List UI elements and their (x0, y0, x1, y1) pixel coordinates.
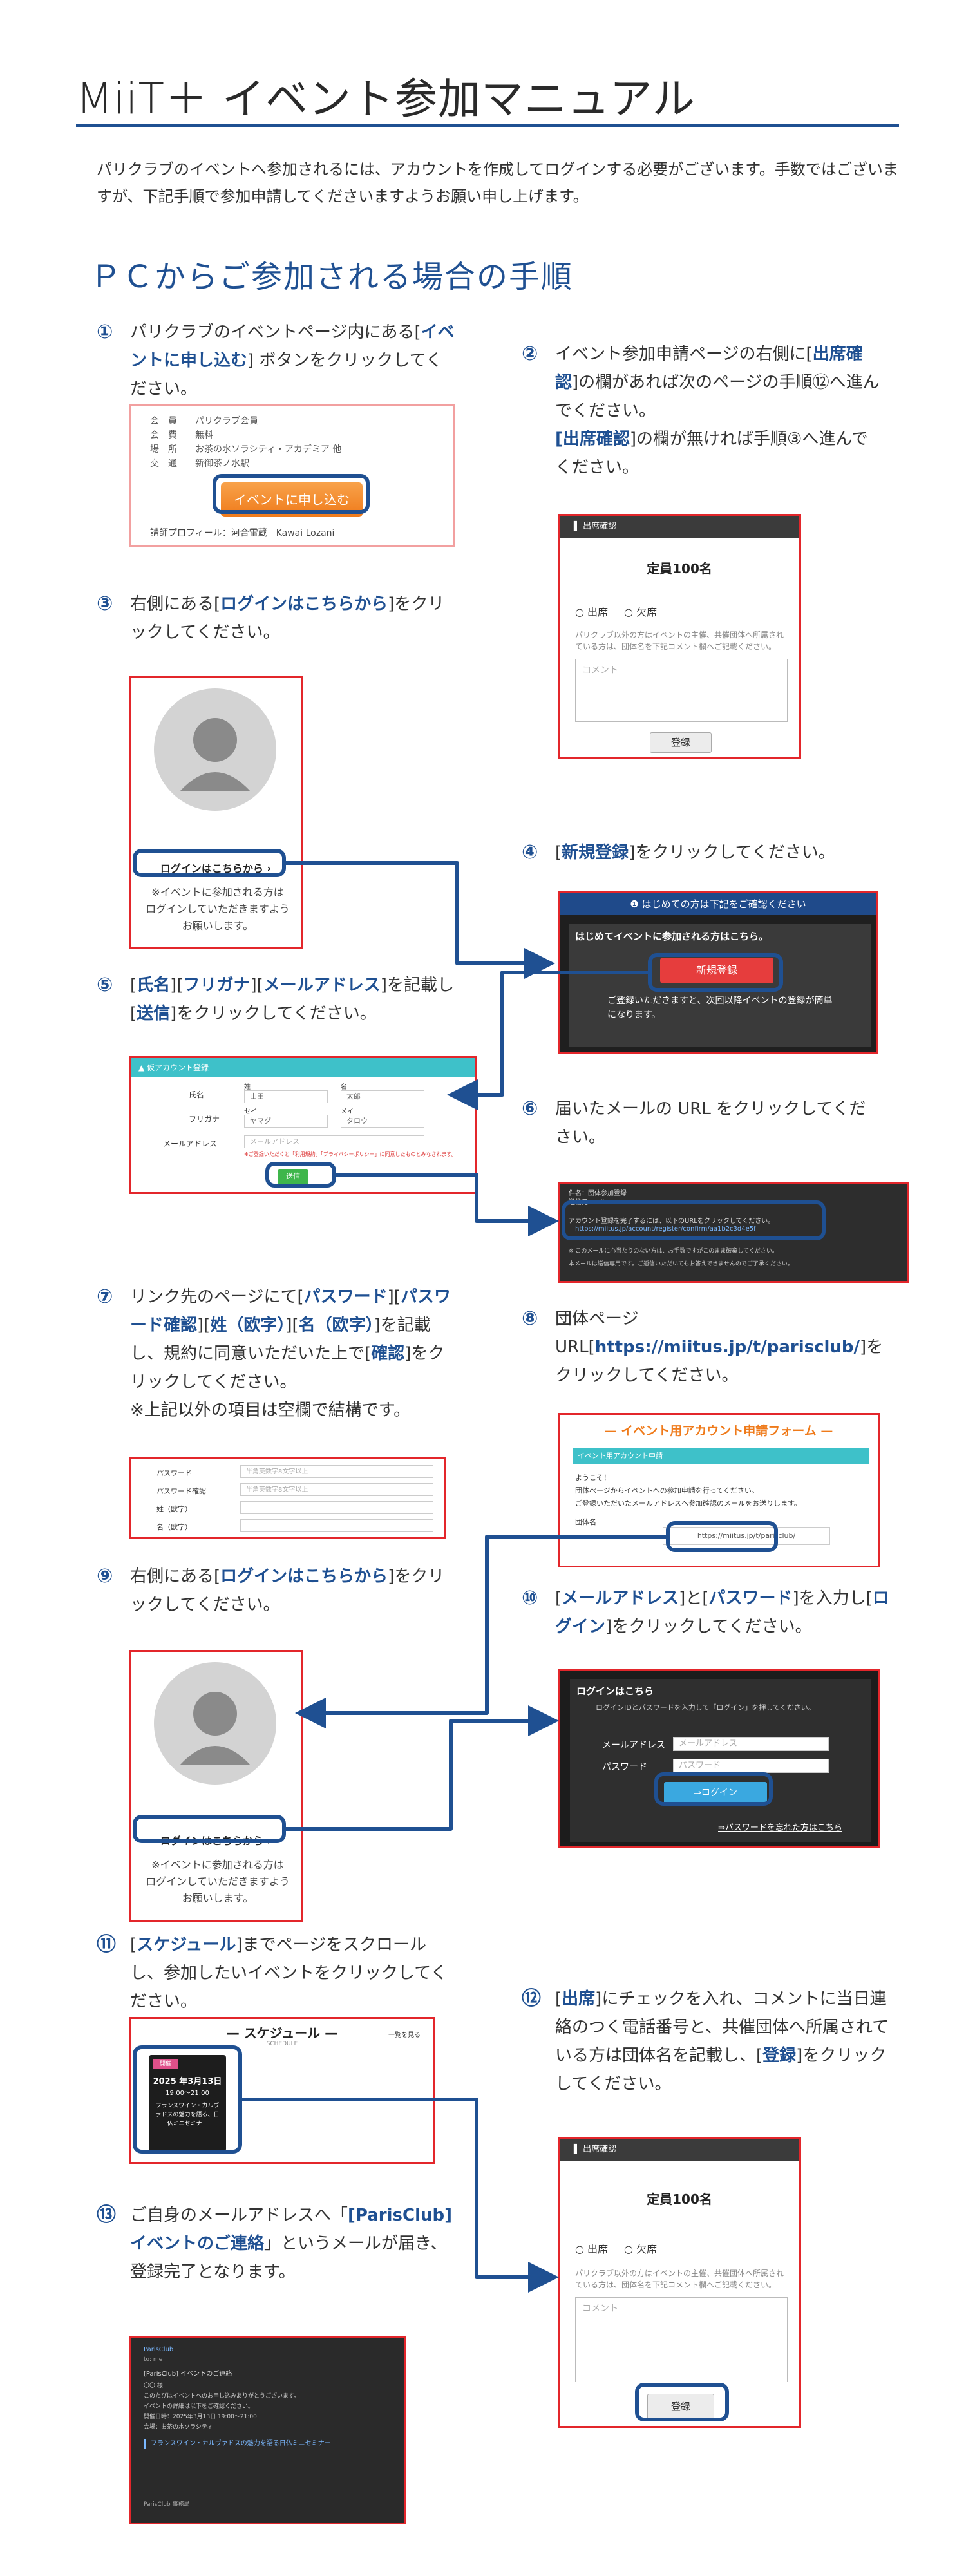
last-name-input[interactable]: 山田 (244, 1090, 328, 1103)
first-name-roman-input[interactable] (240, 1519, 433, 1532)
mail-url-link[interactable]: https://miitus.jp/account/register/confi… (575, 1226, 756, 1233)
highlight-box-10 (654, 1772, 773, 1806)
radio-attend-2[interactable]: ○ 出席 (575, 2243, 609, 2255)
highlight-box-5 (265, 1162, 336, 1188)
step-4: ④ [新規登録]をクリックしてください。 (522, 841, 835, 864)
step-2: ② イベント参加申請ページの右側に[出席確認]の欄があれば次のページの手順⑫へ進… (522, 343, 880, 477)
step-11: ⑪ [スケジュール]までページをスクロールし、参加したいイベントをクリックしてく… (97, 1933, 448, 2011)
login-form-screenshot: ログインはこちら ログインIDとパスワードを入力して「ログイン」を押してください… (558, 1669, 880, 1848)
login-screenshot-1: ログインはこちらから › ※イベントに参加される方は ログインしていただきますよ… (129, 676, 303, 949)
new-register-button[interactable]: 新規登録 (660, 958, 773, 983)
step-12: ⑫ [出席]にチェックを入れ、コメントに当日連絡のつく電話番号と、共催団体へ所属… (522, 1987, 889, 2094)
avatar-icon (154, 688, 276, 811)
highlight-box-8 (666, 1521, 778, 1552)
highlight-box-9 (133, 1815, 286, 1843)
radio-absent-2[interactable]: ○ 欠席 (624, 2243, 658, 2255)
forgot-password-link[interactable]: ⇒パスワードを忘れた方はこちら (718, 1823, 842, 1833)
step-3: ③ 右側にある[ログインはこちらから]をクリックしてください。 (97, 592, 445, 642)
attendance-header: ▌ 出席確認 (560, 516, 799, 538)
last-kana-input[interactable]: ヤマダ (244, 1115, 328, 1128)
avatar-icon-2 (154, 1662, 276, 1785)
first-name-input[interactable]: 太郎 (341, 1090, 424, 1103)
highlight-box-4 (648, 953, 783, 992)
attendance-form-screenshot-2: ▌ 出席確認 定員100名 ○ 出席 ○ 欠席 パリクラブ以外の方はイベントの主… (558, 2137, 801, 2428)
step-6: ⑥ 届いたメールの URL をクリックしてください。 (522, 1097, 866, 1147)
comment-textarea[interactable]: コメント (575, 659, 788, 722)
section-title: ＰＣからご参加される場合の手順 (90, 259, 574, 295)
step-13: ⑬ ご自身のメールアドレスへ「[ParisClub]イベントのご連絡」というメー… (97, 2204, 453, 2282)
group-page-screenshot: — イベント用アカウント申請フォーム — イベント用アカウント申請 ようこそ！団… (558, 1413, 880, 1567)
step-9: ⑨ 右側にある[ログインはこちらから]をクリックしてください。 (97, 1565, 445, 1615)
arrow-9-to-10 (286, 1705, 559, 1831)
title-rule (76, 124, 899, 127)
attendance-form-screenshot-1: ▌ 出席確認 定員100名 ○ 出席 ○ 欠席 パリクラブ以外の方はイベントの主… (558, 514, 801, 759)
comment-textarea-2[interactable]: コメント (575, 2297, 788, 2382)
login-password-input[interactable]: パスワード (673, 1759, 829, 1773)
radio-attend[interactable]: ○ 出席 (575, 606, 609, 618)
event-card[interactable]: 開催 2025 年3月13日 19:00〜21:00 フランスワイン・カルヴァド… (149, 2055, 226, 2152)
event-page-screenshot: 会 員 パリクラブ会員 会 費 無料 場 所 お茶の水ソラシティ・アカデミア 他… (129, 404, 455, 547)
first-kana-input[interactable]: タロウ (341, 1115, 424, 1128)
temp-account-form-screenshot: ▲ 仮アカウント登録 氏名 フリガナ メールアドレス 姓 名 山田 太郎 セイ … (129, 1056, 477, 1194)
page-title: MiiT＋ イベント参加マニュアル (76, 74, 696, 124)
login-link[interactable]: ログインはこちらから › (160, 862, 272, 875)
confirmation-mail-screenshot: ParisClub to: me [ParisClub] イベントのご連絡 〇〇… (129, 2336, 406, 2524)
highlight-box-6 (562, 1200, 826, 1240)
step-7: ⑦ リンク先のページにて[パスワード][パスワード確認][姓（欧字）][名（欧字… (97, 1285, 451, 1420)
step-1: ① パリクラブのイベントページ内にある[イベントに申し込む] ボタンをクリックし… (97, 321, 455, 399)
password-form-screenshot: パスワード パスワード確認 姓（欧字） 名（欧字） 半角英数字8文字以上 半角英… (129, 1457, 446, 1539)
highlight-box-3 (133, 849, 286, 877)
last-name-roman-input[interactable] (240, 1501, 433, 1514)
radio-absent[interactable]: ○ 欠席 (624, 606, 658, 618)
login-button[interactable]: ⇒ログイン (664, 1782, 767, 1804)
email-input[interactable]: メールアドレス (244, 1135, 424, 1148)
highlight-box-12a (635, 2383, 729, 2421)
password-confirm-input[interactable]: 半角英数字8文字以上 (240, 1483, 433, 1496)
send-button[interactable]: 送信 (278, 1169, 308, 1184)
intro-text: パリクラブのイベントへ参加されるには、アカウントを作成してログインする必要がござ… (97, 160, 898, 205)
highlight-box-1 (213, 474, 370, 514)
login-email-input[interactable]: メールアドレス (673, 1737, 829, 1751)
arrow-3-to-4 (286, 861, 555, 979)
login-screenshot-2: ログインはこちらから › ※イベントに参加される方は ログインしていただきますよ… (129, 1650, 303, 1922)
password-input[interactable]: 半角英数字8文字以上 (240, 1465, 433, 1478)
mail-screenshot: 件名：団体参加登録送信元：miitus アカウント登録を完了するには、以下のUR… (558, 1182, 909, 1283)
step-5: ⑤ [氏名][フリガナ][メールアドレス]を記載し[送信]をクリックしてください… (97, 974, 454, 1023)
register-button[interactable]: 登録 (650, 732, 712, 753)
highlight-box-11 (133, 2045, 242, 2154)
step-10: ⑩ [メールアドレス]と[パスワード]を入力し[ログイン]をクリックしてください… (522, 1587, 889, 1636)
